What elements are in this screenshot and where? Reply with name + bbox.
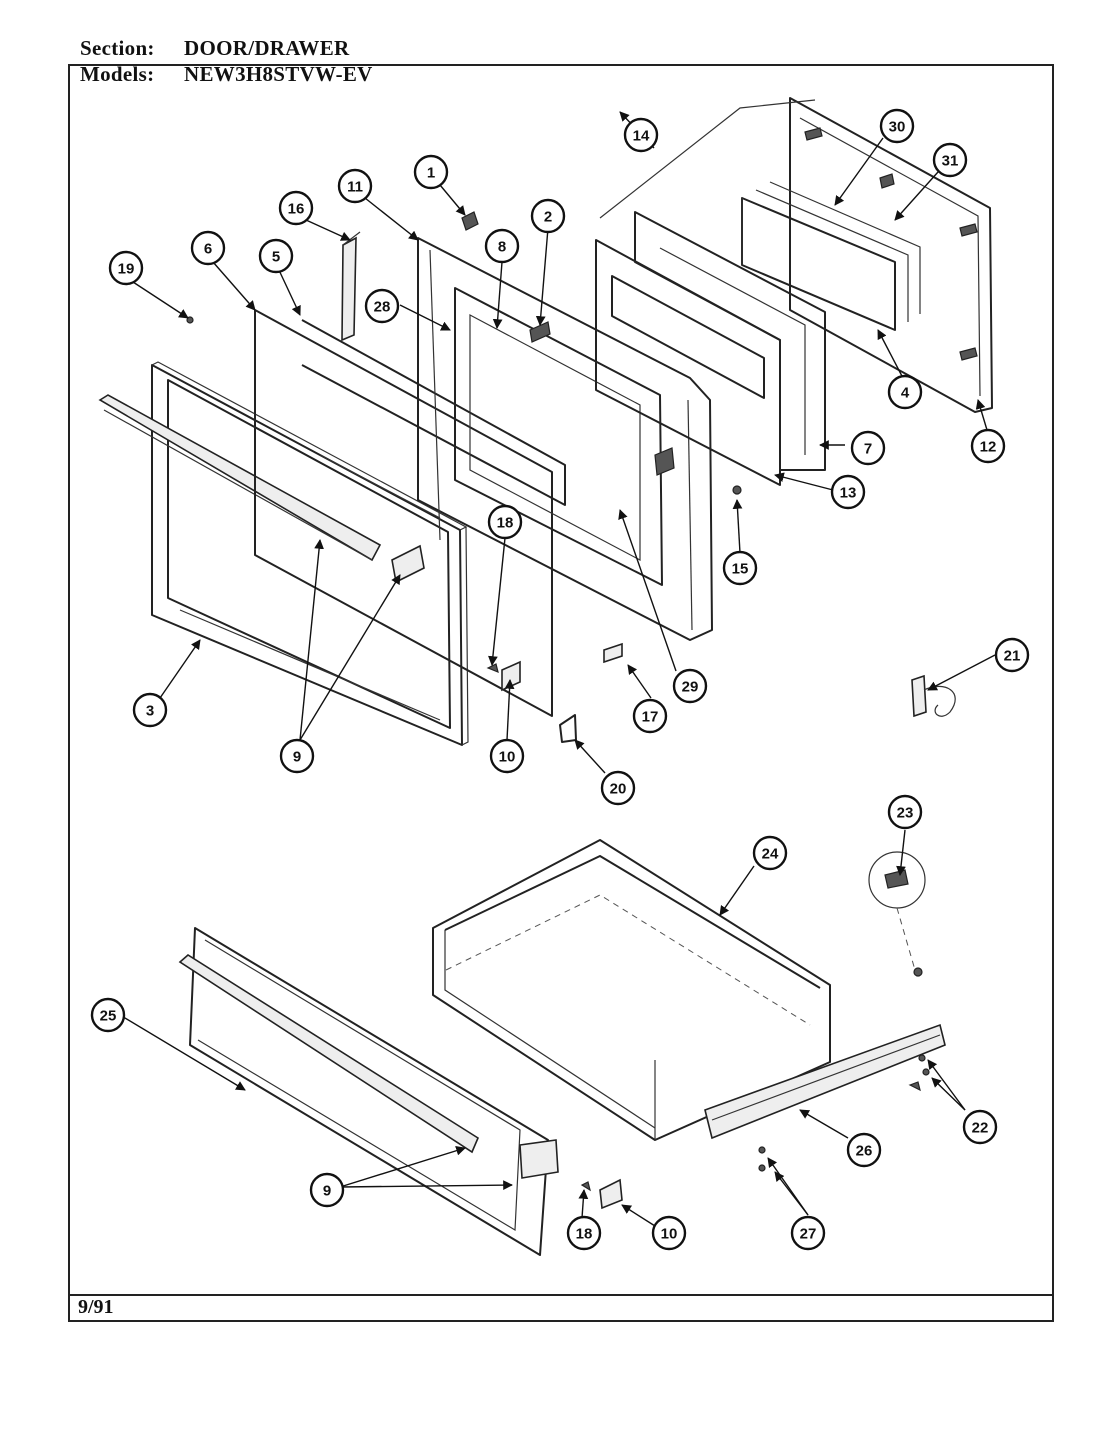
drawer-slide-rail <box>704 1023 946 1140</box>
callout-4: 4 <box>887 374 923 410</box>
callout-6: 6 <box>190 230 226 266</box>
callout-10: 10 <box>651 1215 687 1251</box>
callout-8: 8 <box>484 228 520 264</box>
callout-15: 15 <box>722 550 758 586</box>
callout-number: 18 <box>576 1226 593 1243</box>
callout-number: 12 <box>980 439 997 456</box>
callout-number: 3 <box>146 703 154 720</box>
callout-30: 30 <box>879 108 915 144</box>
callout-number: 10 <box>661 1226 678 1243</box>
callout-number: 25 <box>100 1008 117 1025</box>
callout-31: 31 <box>932 142 968 178</box>
outer-door-panel <box>151 361 469 746</box>
callout-22: 22 <box>962 1109 998 1145</box>
callout-number: 15 <box>732 561 749 578</box>
callout-number: 10 <box>499 749 516 766</box>
callout-16: 16 <box>278 190 314 226</box>
small-fasteners <box>186 211 742 743</box>
callout-23: 23 <box>887 794 923 830</box>
callout-5: 5 <box>258 238 294 274</box>
callout-number: 23 <box>897 805 914 822</box>
drawer-clip-detail <box>868 851 926 977</box>
models-heading: Models: NEW3H8STVW-EV <box>80 62 373 87</box>
callout-28: 28 <box>364 288 400 324</box>
footer-divider <box>68 1294 1054 1296</box>
callout-number: 6 <box>204 241 212 258</box>
callout-number: 16 <box>288 201 305 218</box>
callout-number: 20 <box>610 781 627 798</box>
callout-number: 9 <box>323 1183 331 1200</box>
callout-17: 17 <box>632 698 668 734</box>
callout-number: 8 <box>498 239 506 256</box>
door-insulation-sheet <box>301 319 566 506</box>
diagram-frame <box>68 64 1054 1322</box>
callout-25: 25 <box>90 997 126 1033</box>
callout-19: 19 <box>108 250 144 286</box>
callout-number: 24 <box>762 846 779 863</box>
callout-26: 26 <box>846 1132 882 1168</box>
section-value: DOOR/DRAWER <box>184 36 350 60</box>
section-label: Section: <box>80 36 155 60</box>
callout-number: 4 <box>901 385 910 402</box>
callout-number: 5 <box>272 249 280 266</box>
callout-number: 14 <box>633 128 650 145</box>
callout-number: 17 <box>642 709 659 726</box>
callout-number: 1 <box>427 165 435 182</box>
callout-number: 22 <box>972 1120 989 1137</box>
callout-number: 7 <box>864 441 872 458</box>
window-glass-pack <box>741 181 921 331</box>
callout-20: 20 <box>600 770 636 806</box>
inner-door-frame <box>417 237 713 641</box>
callout-24: 24 <box>752 835 788 871</box>
door-side-strip <box>341 231 361 342</box>
callout-10: 10 <box>489 738 525 774</box>
door-hinge <box>911 674 956 718</box>
drawer-fasteners <box>580 1054 930 1210</box>
callout-number: 18 <box>497 515 514 532</box>
models-value: NEW3H8STVW-EV <box>184 62 373 86</box>
callout-number: 26 <box>856 1143 873 1160</box>
callout-29: 29 <box>672 668 708 704</box>
callout-12: 12 <box>970 428 1006 464</box>
callout-7: 7 <box>850 430 886 466</box>
callout-18: 18 <box>566 1215 602 1251</box>
callout-11: 11 <box>337 168 373 204</box>
callout-14: 14 <box>623 117 659 153</box>
callout-18: 18 <box>487 504 523 540</box>
callout-number: 27 <box>800 1226 817 1243</box>
callout-number: 2 <box>544 209 552 226</box>
drawer-pan <box>432 839 831 1141</box>
callout-number: 29 <box>682 679 699 696</box>
revision-date: 9/91 <box>78 1296 114 1318</box>
callout-number: 21 <box>1004 648 1021 665</box>
callout-number: 13 <box>840 485 857 502</box>
callout-13: 13 <box>830 474 866 510</box>
door-inner-panel <box>634 211 826 471</box>
callout-number: 30 <box>889 119 906 136</box>
section-heading: Section: DOOR/DRAWER <box>80 36 349 61</box>
callout-number: 28 <box>374 299 391 316</box>
callout-number: 31 <box>942 153 959 170</box>
door-back-panel <box>789 97 993 413</box>
drawer-front <box>178 927 559 1256</box>
callout-labels: 1234567899101011121314151617181819202122… <box>90 108 1030 1251</box>
callout-27: 27 <box>790 1215 826 1251</box>
callout-number: 19 <box>118 261 135 278</box>
callout-1: 1 <box>413 154 449 190</box>
door-liner <box>595 239 781 486</box>
callout-2: 2 <box>530 198 566 234</box>
callout-3: 3 <box>132 692 168 728</box>
callout-21: 21 <box>994 637 1030 673</box>
callout-9: 9 <box>279 738 315 774</box>
models-label: Models: <box>80 62 155 86</box>
door-glass-panel <box>254 309 553 717</box>
callout-number: 11 <box>347 179 363 196</box>
callout-9: 9 <box>309 1172 345 1208</box>
callout-number: 9 <box>293 749 301 766</box>
leader-lines <box>119 99 996 1227</box>
